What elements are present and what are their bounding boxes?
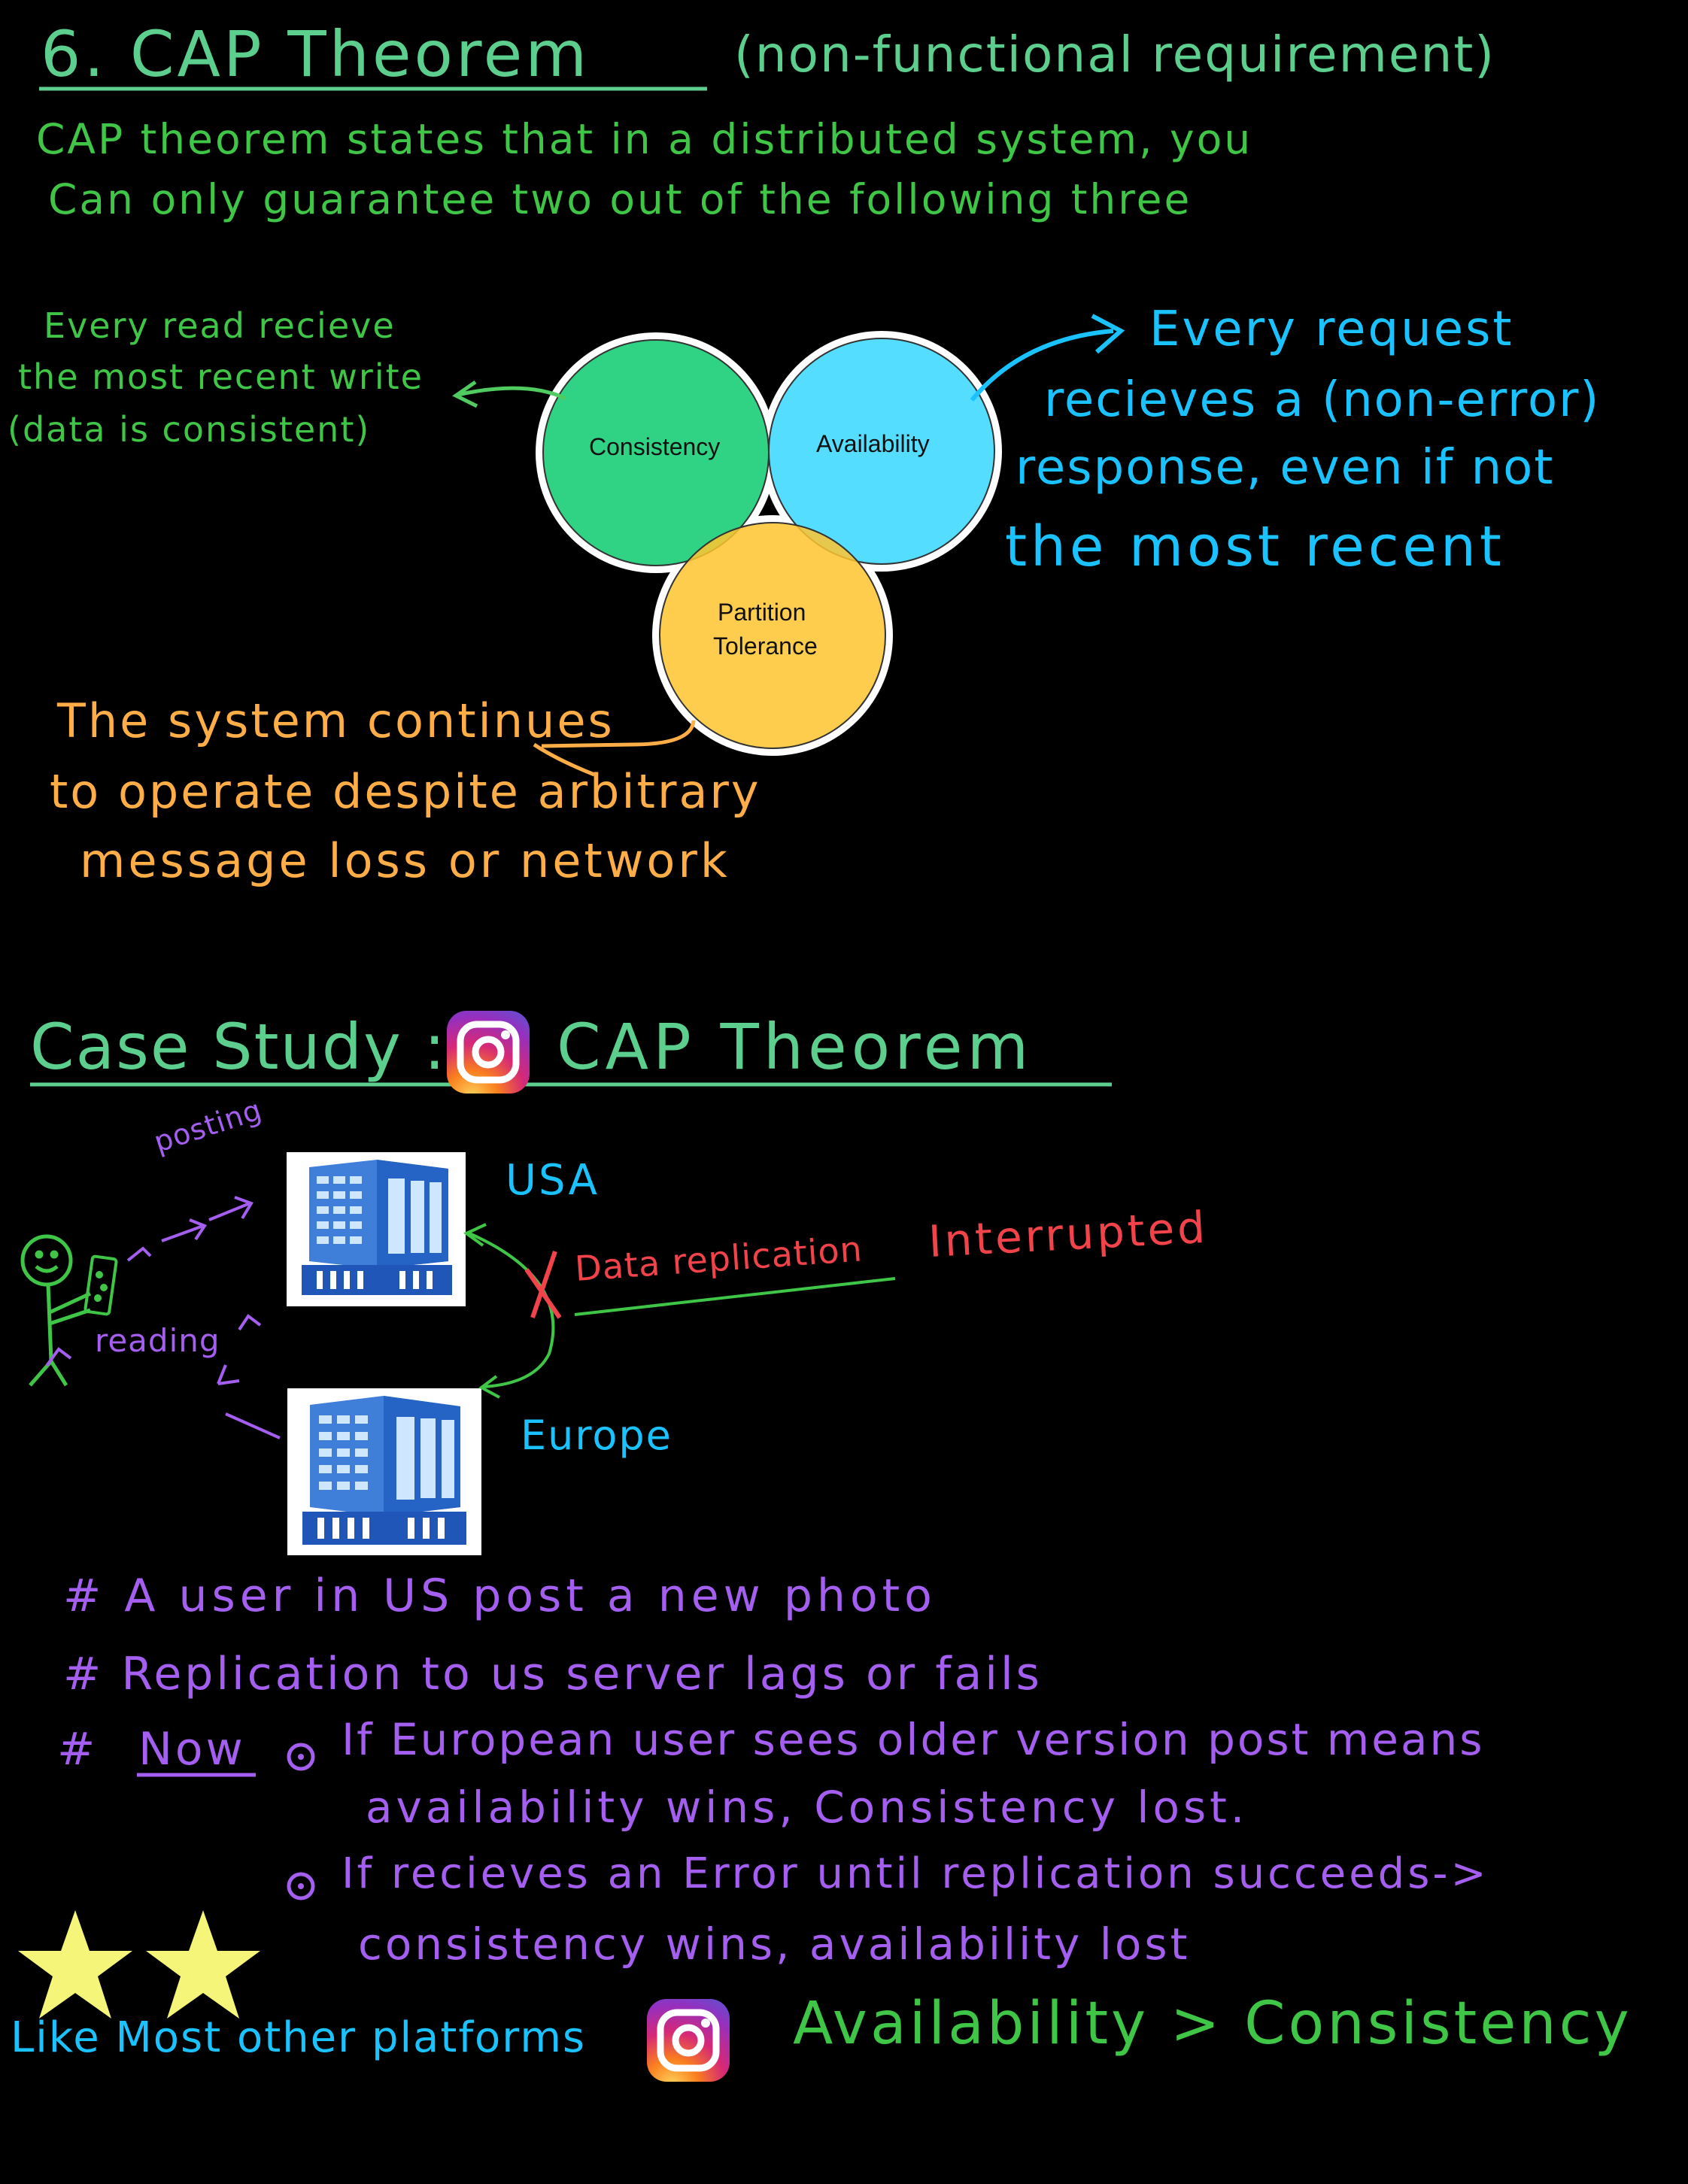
intro-line-2: Can only guarantee two out of the follow… bbox=[48, 175, 1192, 223]
footer-like-text: Like Most other platforms bbox=[11, 2013, 587, 2062]
instagram-icon bbox=[647, 1999, 730, 2082]
partition-arrow bbox=[541, 720, 696, 748]
consistency-note-line-2: the most recent write bbox=[18, 356, 424, 397]
partition-label-line-2: Tolerance bbox=[713, 632, 818, 660]
server-building-europe-icon bbox=[287, 1388, 481, 1555]
partition-note-line-3: message loss or network bbox=[80, 833, 730, 888]
now-line-1: If European user sees older version post… bbox=[342, 1714, 1485, 1765]
case-study-heading: Case Study : bbox=[30, 1010, 447, 1084]
availability-arrow bbox=[970, 329, 1114, 402]
interrupted-label: Interrupted bbox=[927, 1201, 1210, 1267]
europe-label: Europe bbox=[521, 1412, 672, 1459]
partition-note-line-2: to operate despite arbitrary bbox=[50, 764, 761, 819]
error-line-2: consistency wins, availability lost bbox=[358, 1919, 1191, 1970]
bullet-circle-icon bbox=[287, 1872, 315, 1900]
consistency-note-line-1: Every read recieve bbox=[44, 305, 396, 346]
consistency-arrow bbox=[457, 386, 567, 401]
availability-note-line-4: the most recent bbox=[1005, 514, 1505, 579]
bullet-circle-icon bbox=[287, 1743, 315, 1771]
partition-note-line-1: The system continues bbox=[57, 693, 615, 748]
bullet-2: # Replication to us server lags or fails bbox=[63, 1648, 1043, 1700]
replication-arrowhead-usa bbox=[463, 1223, 487, 1247]
page-subtitle: (non-functional requirement) bbox=[734, 26, 1495, 83]
bullet-3-hash: # bbox=[57, 1723, 99, 1776]
phone-icon bbox=[83, 1254, 118, 1316]
partition-arrowhead bbox=[533, 742, 595, 777]
consistency-arrowhead bbox=[452, 380, 478, 408]
availability-note-line-2: recieves a (non-error) bbox=[1044, 372, 1601, 428]
interrupted-x-icon bbox=[524, 1251, 562, 1319]
usa-label: USA bbox=[505, 1156, 600, 1205]
server-building-usa-icon bbox=[287, 1152, 466, 1306]
reading-arrows bbox=[45, 1314, 281, 1439]
now-line-2: availability wins, Consistency lost. bbox=[366, 1782, 1249, 1833]
posting-arrows bbox=[126, 1196, 254, 1262]
partition-circle bbox=[659, 522, 886, 749]
footer-result-text: Availability > Consistency bbox=[793, 1990, 1632, 2058]
availability-arrowhead bbox=[1091, 314, 1125, 354]
now-label: Now bbox=[138, 1723, 246, 1776]
availability-circle bbox=[768, 338, 995, 565]
error-line-1: If recieves an Error until replication s… bbox=[342, 1849, 1489, 1898]
partition-label-line-1: Partition bbox=[718, 599, 806, 626]
replication-underline bbox=[574, 1277, 896, 1316]
case-study-heading-suffix: CAP Theorem bbox=[557, 1010, 1034, 1084]
replication-arrow bbox=[469, 1232, 555, 1388]
user-stick-figure-icon bbox=[20, 1234, 92, 1387]
consistency-note-line-3: (data is consistent) bbox=[8, 409, 371, 450]
bullet-1: # A user in US post a new photo bbox=[63, 1570, 937, 1622]
intro-line-1: CAP theorem states that in a distributed… bbox=[36, 115, 1253, 163]
star-icon bbox=[146, 1910, 260, 2019]
instagram-icon bbox=[447, 1011, 530, 1094]
star-icon bbox=[18, 1910, 132, 2019]
reading-label: reading bbox=[95, 1322, 220, 1359]
replication-arrowhead-europe bbox=[478, 1375, 500, 1399]
availability-note-line-3: response, even if not bbox=[1016, 440, 1555, 496]
availability-note-line-1: Every request bbox=[1149, 302, 1514, 357]
consistency-label: Consistency bbox=[589, 433, 721, 460]
availability-label: Availability bbox=[816, 430, 930, 457]
page-title: 6. CAP Theorem bbox=[41, 17, 590, 91]
